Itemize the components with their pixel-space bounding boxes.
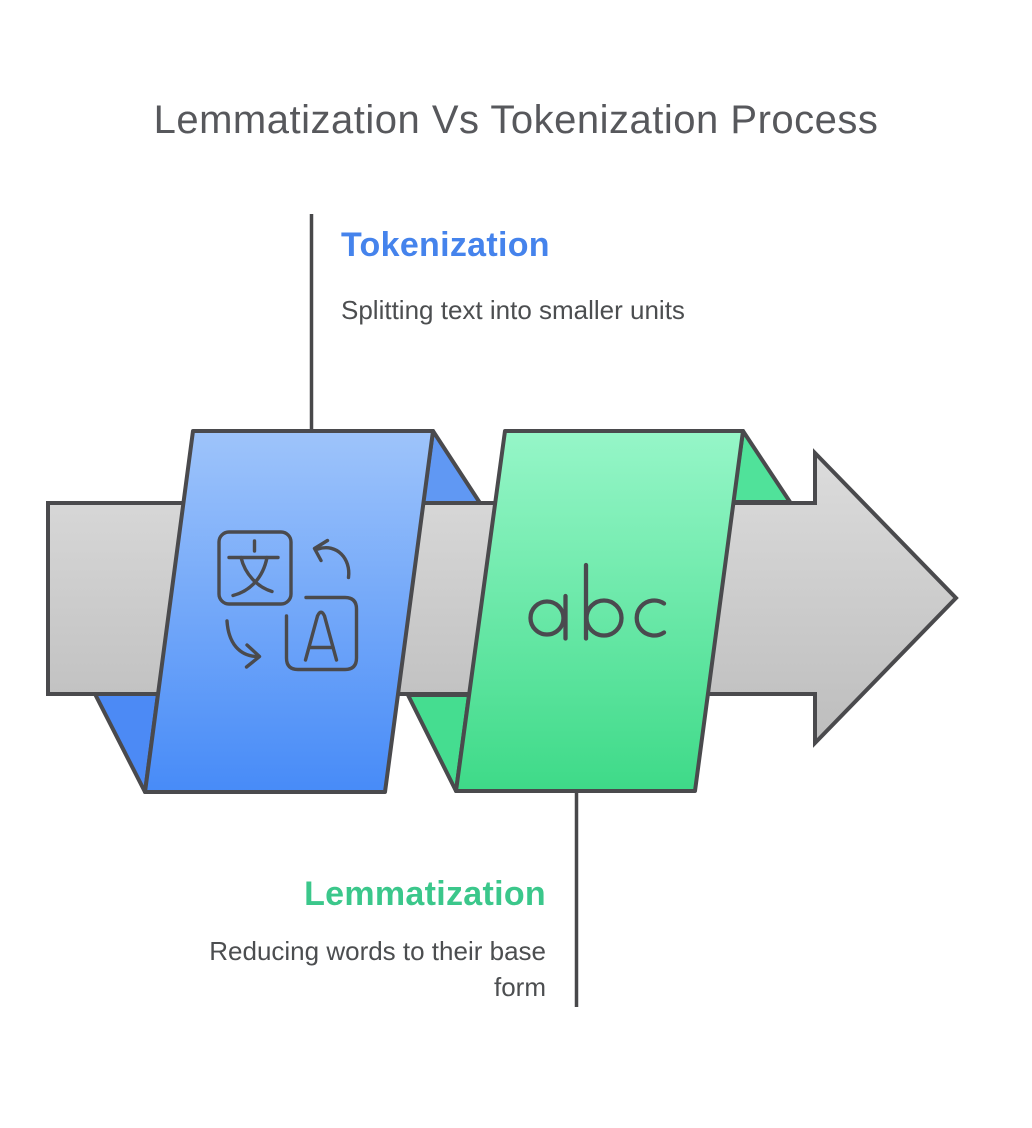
tokenization-callout: Tokenization Splitting text into smaller… [341, 226, 721, 328]
tokenization-description: Splitting text into smaller units [341, 295, 685, 326]
abc-text [528, 562, 667, 641]
lemmatization-callout: Lemmatization Reducing words to their ba… [186, 875, 546, 1005]
translate-icon [217, 530, 359, 672]
tokenization-heading: Tokenization [341, 226, 550, 264]
lemmatization-heading: Lemmatization [304, 875, 546, 913]
lemmatization-description: Reducing words to their base form [209, 936, 546, 1003]
page-title: Lemmatization Vs Tokenization Process [153, 98, 879, 142]
tokenization-ribbon [143, 429, 435, 794]
lemmatization-ribbon [454, 429, 745, 793]
